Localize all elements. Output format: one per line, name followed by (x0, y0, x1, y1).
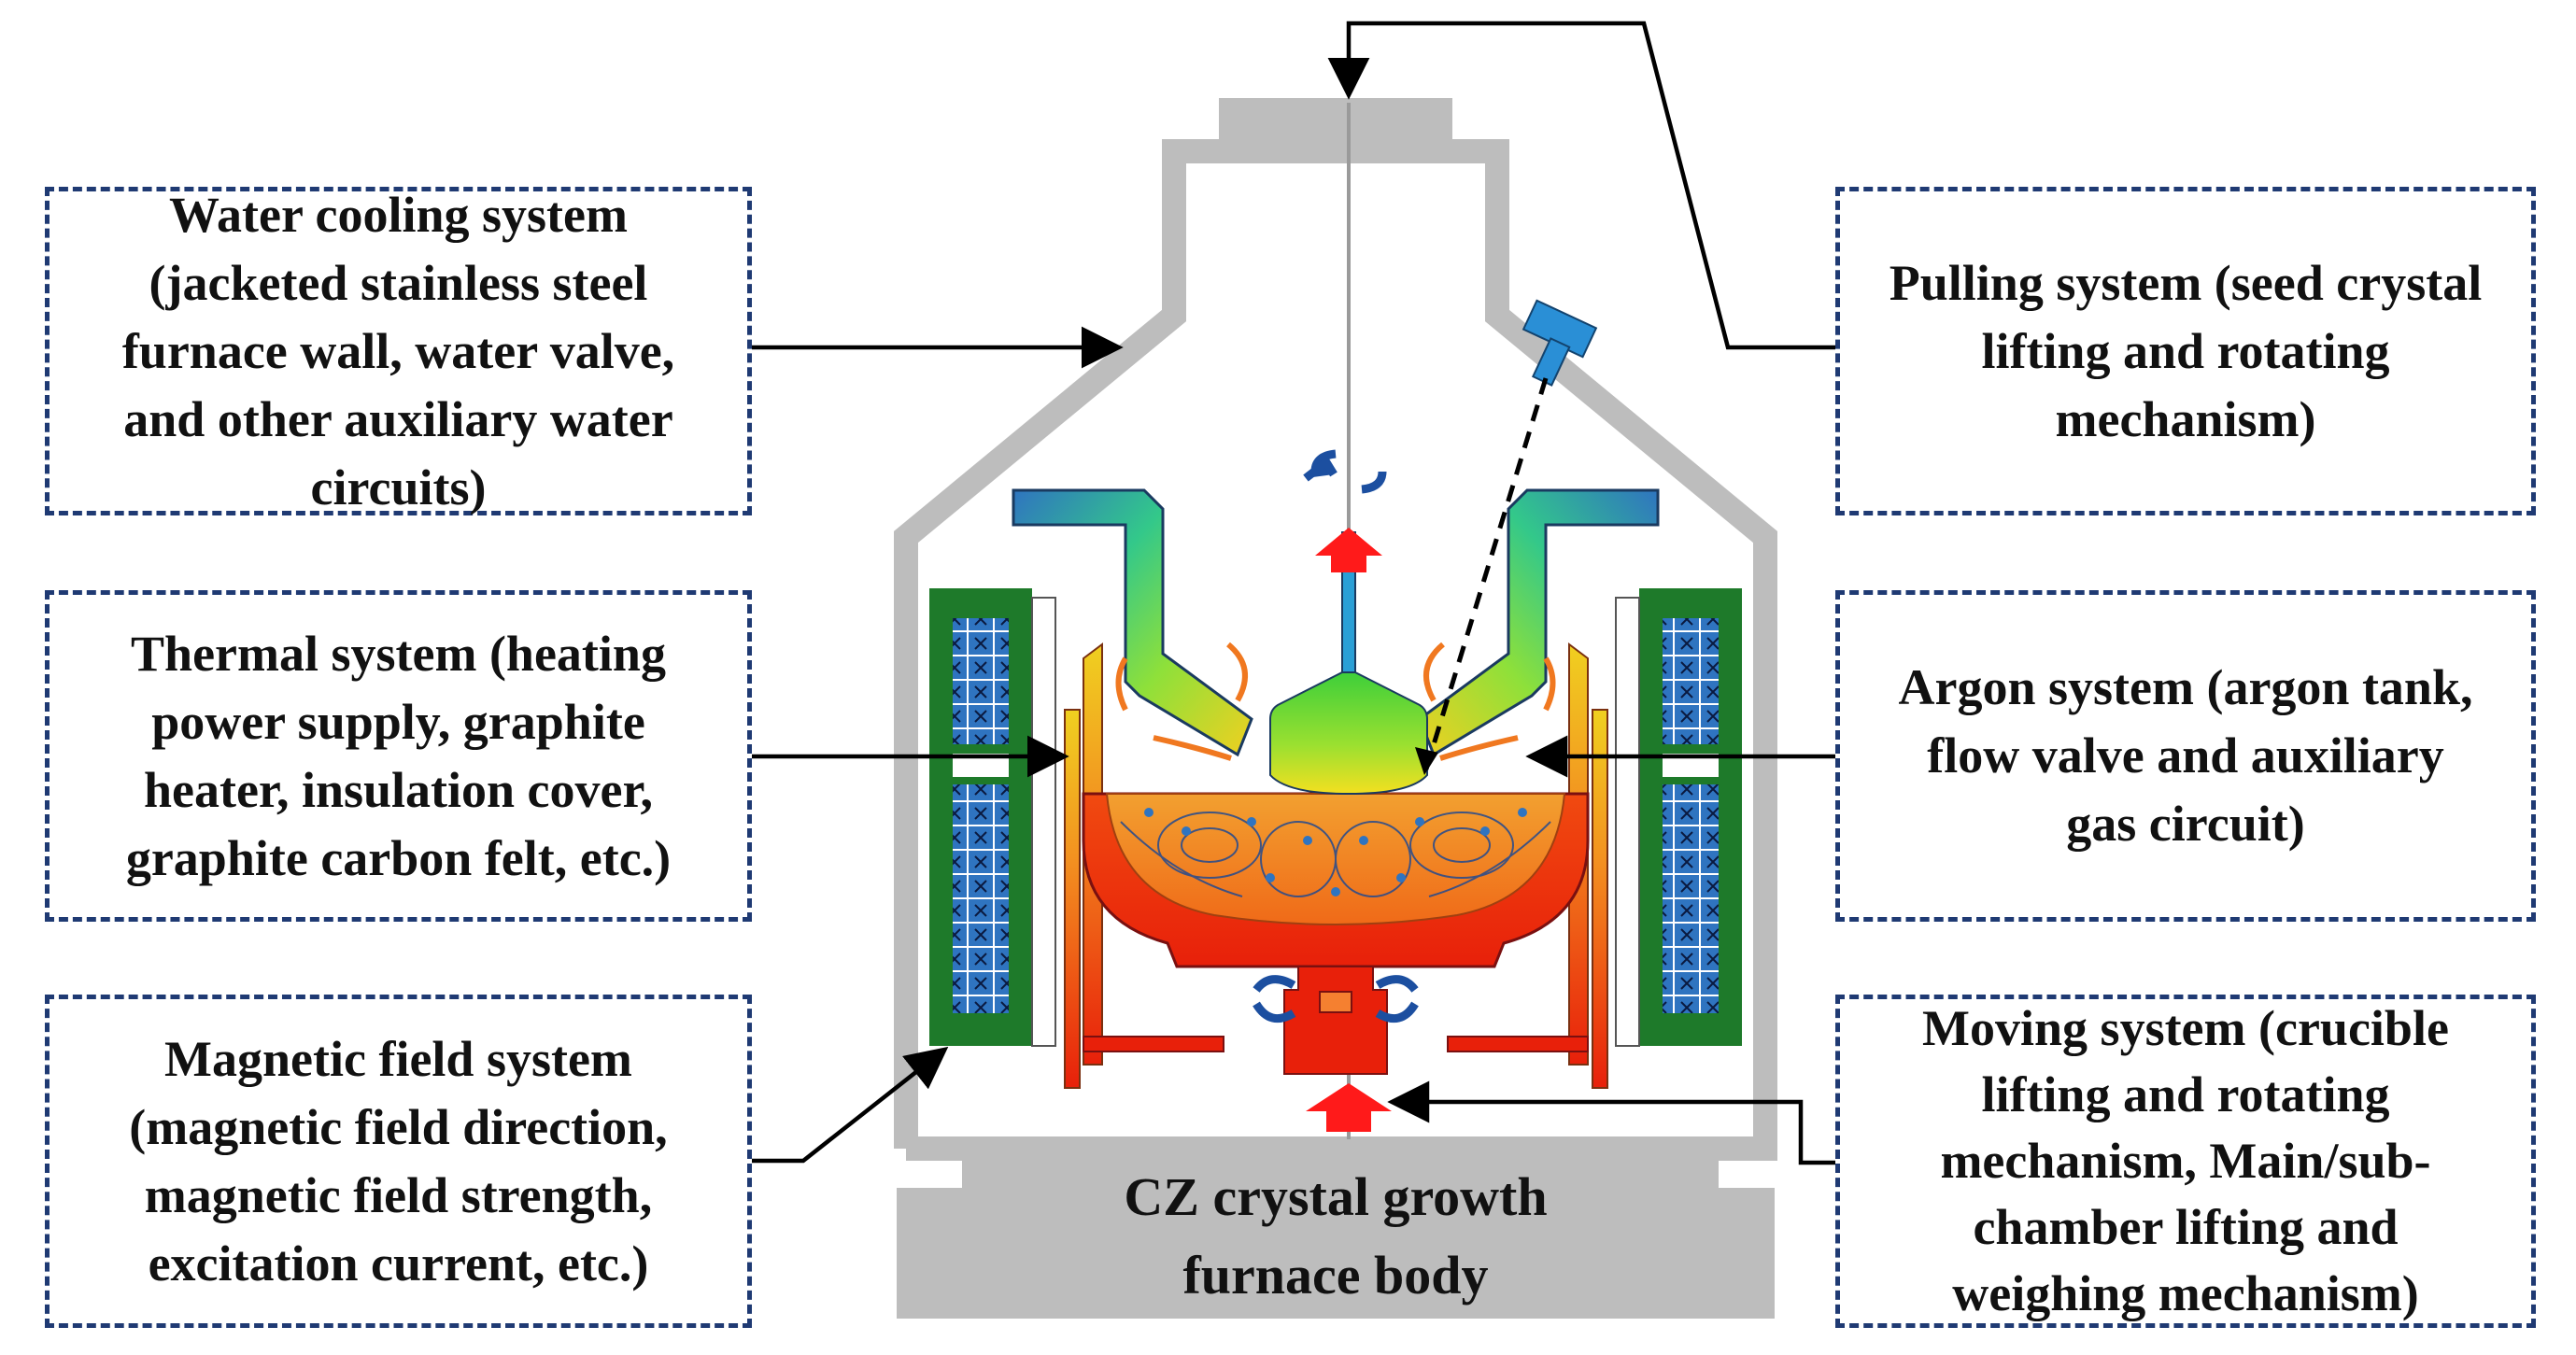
heat-shield-left (1012, 488, 1253, 757)
argon-inlet (1415, 299, 1598, 776)
water-cooling-system-label: Water cooling system (jacketed stainless… (121, 186, 675, 515)
moving-system-box: Moving system (crucible lifting and rota… (1835, 995, 2536, 1328)
argon-flow-arrows (1115, 642, 1556, 761)
thermal-system-box: Thermal system (heating power supply, gr… (45, 590, 752, 922)
connector-pulling (1327, 21, 1835, 350)
pulling-system-box: Pulling system (seed crystal lifting and… (1835, 187, 2536, 515)
crucible (1082, 792, 1590, 968)
magnetic-coil-left (929, 588, 1056, 1047)
argon-system-label: Argon system (argon tank, flow valve and… (1898, 659, 2473, 852)
top-cap (1219, 98, 1452, 145)
magnetic-field-system-box: Magnetic field system (magnetic field di… (45, 995, 752, 1328)
magnetic-field-system-label: Magnetic field system (magnetic field di… (129, 1030, 668, 1291)
moving-system-label: Moving system (crucible lifting and rota… (1922, 1000, 2449, 1321)
pulling-system-label: Pulling system (seed crystal lifting and… (1889, 254, 2483, 447)
connector-lines (752, 21, 1835, 1165)
crucible-rotation-right-icon (1375, 975, 1419, 1023)
seed-rotation-icon (1303, 449, 1387, 494)
crucible-rotation-left-icon (1253, 975, 1296, 1023)
connector-magnetic (752, 1046, 949, 1164)
magnetic-coil-right (1615, 588, 1742, 1047)
water-cooling-system-box: Water cooling system (jacketed stainless… (45, 187, 752, 515)
argon-system-box: Argon system (argon tank, flow valve and… (1835, 590, 2536, 922)
crucible-lift-arrow (1306, 1083, 1392, 1132)
pull-up-arrow (1315, 528, 1382, 572)
connector-moving (1387, 1080, 1835, 1165)
furnace-wall (894, 139, 1777, 1161)
thermal-system-label: Thermal system (heating power supply, gr… (125, 625, 672, 886)
furnace-body-label: CZ crystal growth furnace body (1124, 1166, 1548, 1306)
crucible-pedestal (1283, 966, 1388, 1075)
